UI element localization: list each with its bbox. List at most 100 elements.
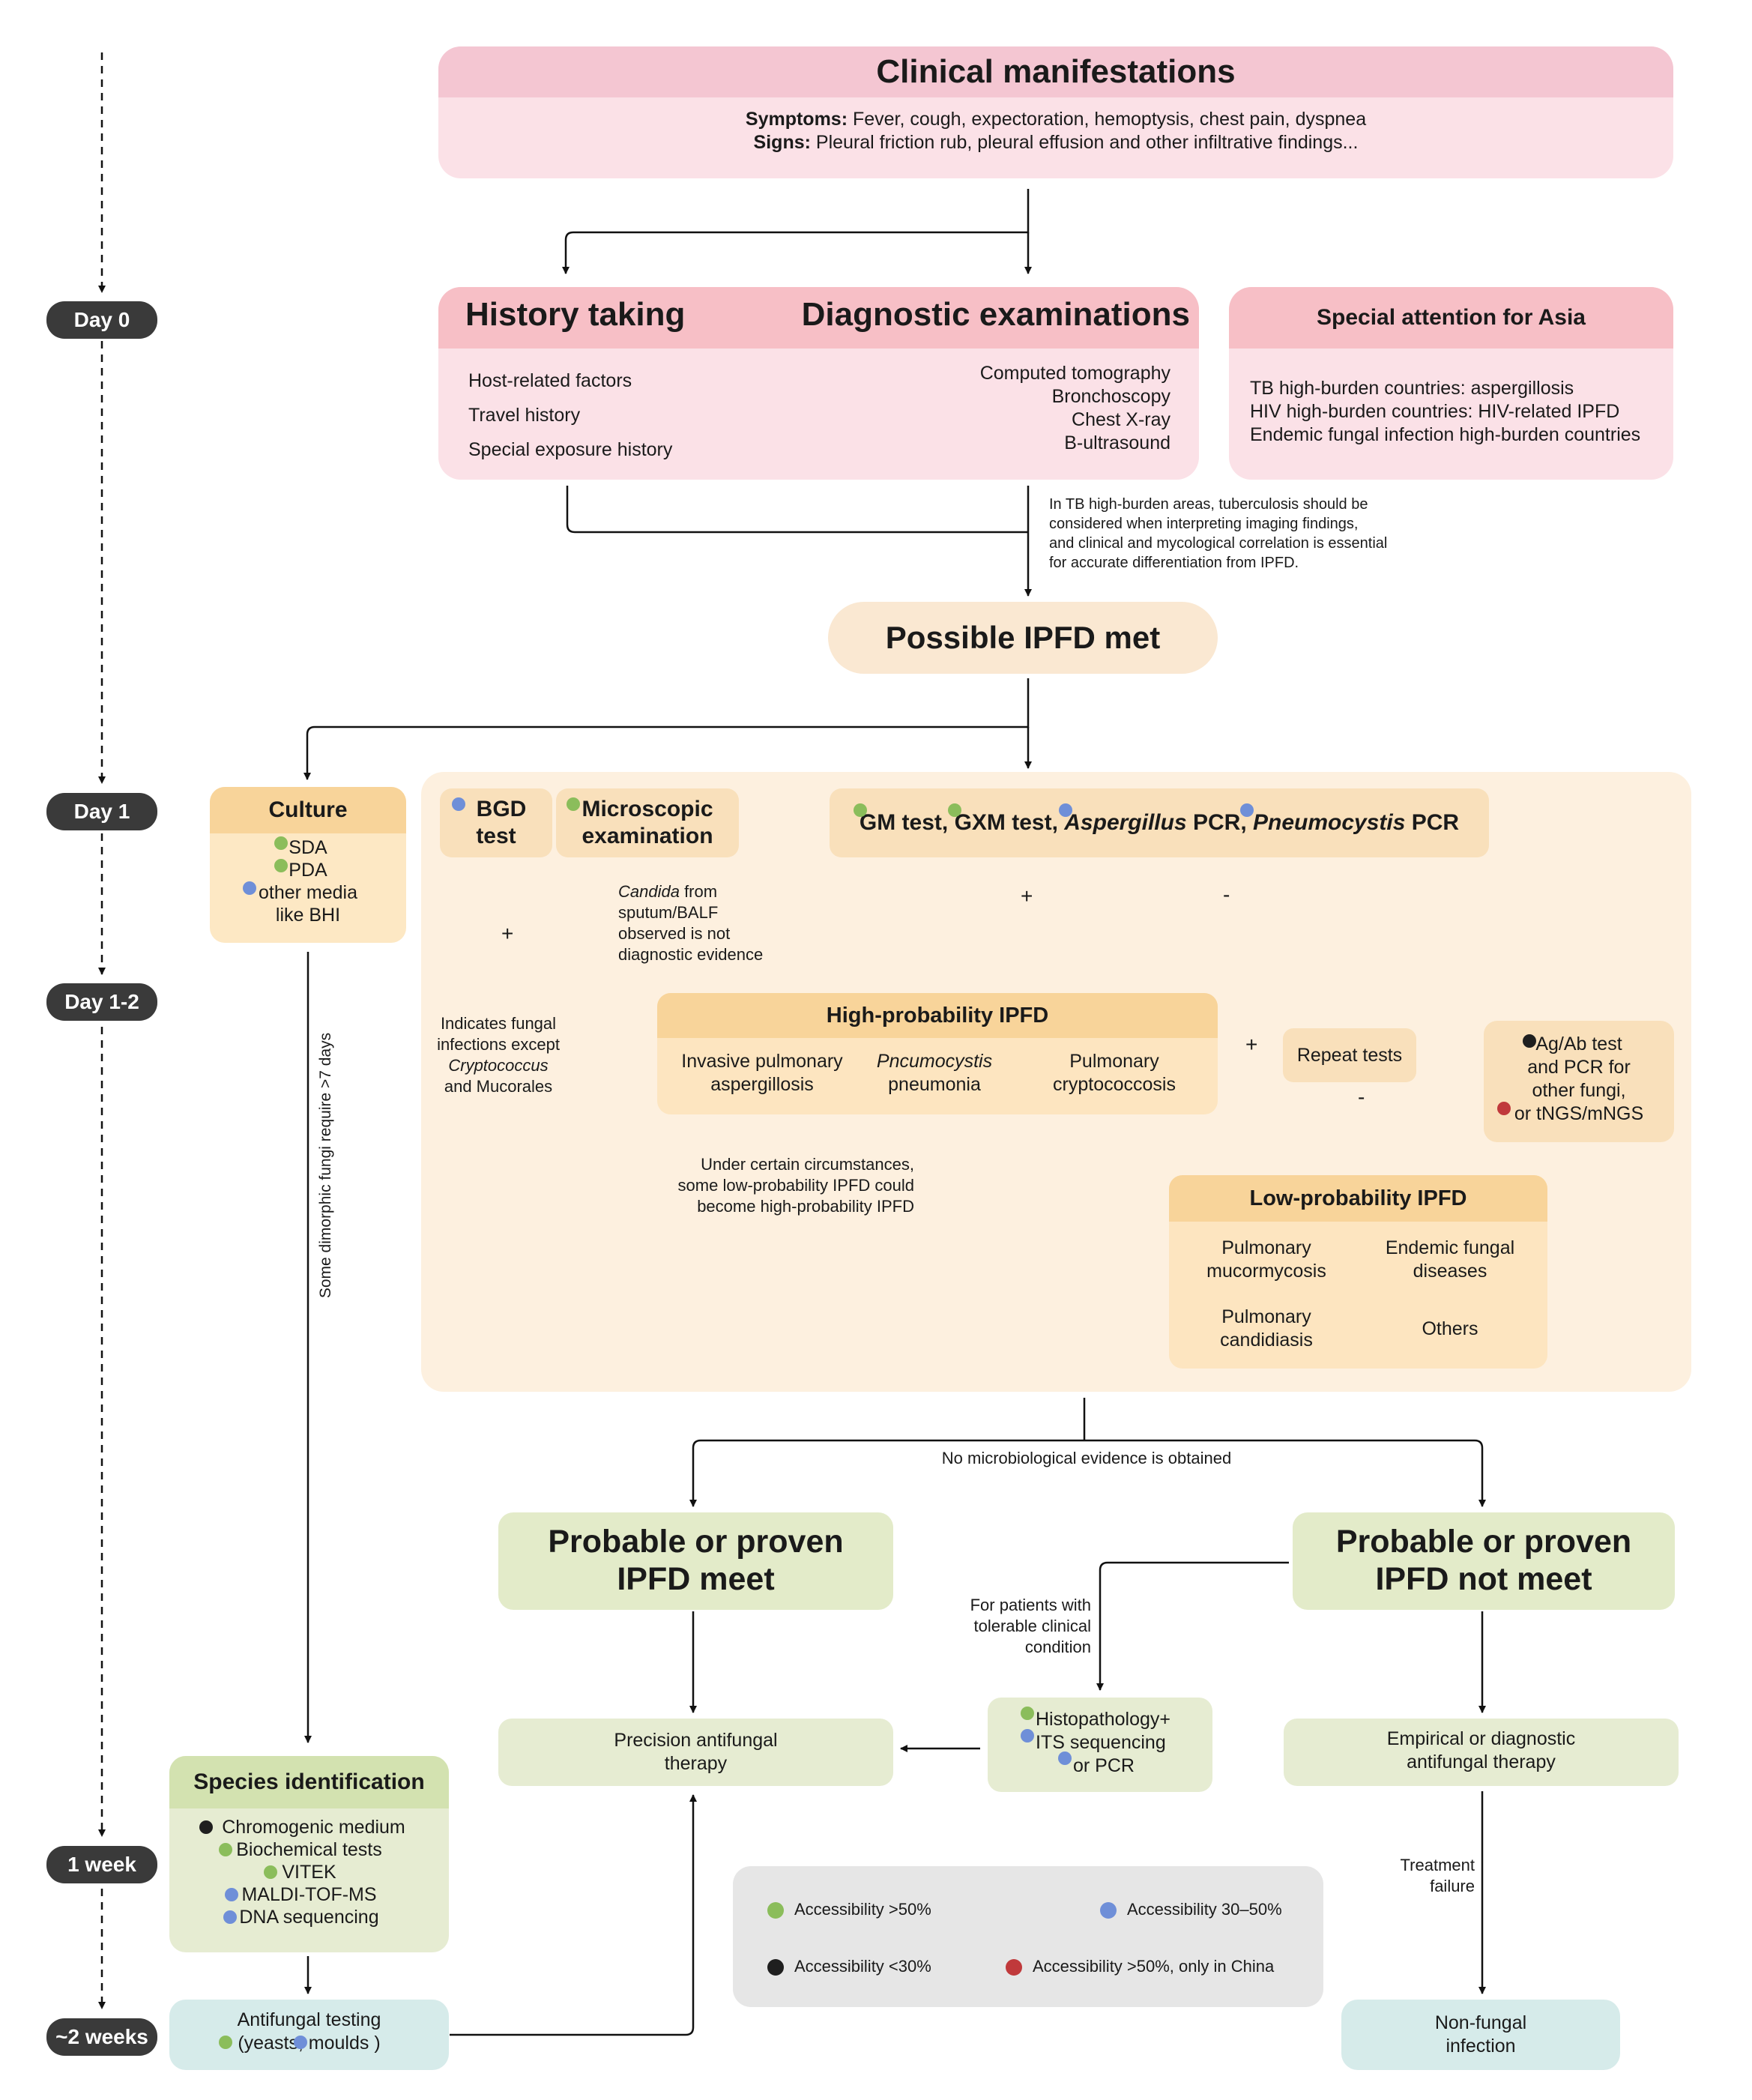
green-dot-icon bbox=[219, 1843, 232, 1856]
precision-line: therapy bbox=[664, 1753, 728, 1774]
diagnostic-item: B-ultrasound bbox=[1064, 432, 1170, 453]
antifungal-line: (yeasts, moulds ) bbox=[238, 2033, 381, 2054]
low-item-line: candidiasis bbox=[1220, 1330, 1313, 1351]
microscopic-line: Microscopic bbox=[582, 797, 713, 821]
microscopic-box: Microscopic examination bbox=[556, 788, 739, 857]
nonfungal-line: infection bbox=[1446, 2036, 1516, 2057]
histo-line: Histopathology+ bbox=[1036, 1709, 1170, 1730]
timeline-2weeks: ~2 weeks bbox=[46, 2018, 157, 2056]
candida-note: Candida from sputum/BALF observed is not… bbox=[618, 881, 763, 965]
circumstance-line: some low-probability IPFD could bbox=[677, 1176, 914, 1195]
candida-line: diagnostic evidence bbox=[618, 945, 764, 964]
agab-line: and PCR for bbox=[1527, 1057, 1631, 1078]
tolerable-note: For patients with tolerable clinical con… bbox=[929, 1595, 1091, 1658]
dimorphic-note: Some dimorphic fungi require >7 days bbox=[317, 1032, 334, 1299]
history-item: Travel history bbox=[468, 405, 581, 426]
gm-test-box: GM test, GXM test, Aspergillus PCR, Pneu… bbox=[830, 788, 1489, 857]
species-identification-box: Species identification Chromogenic mediu… bbox=[169, 1756, 449, 1952]
precision-therapy-box: Precision antifungal therapy bbox=[498, 1719, 893, 1786]
high-probability-title: High-probability IPFD bbox=[657, 993, 1218, 1038]
proven-meet-box: Probable or proven IPFD meet bbox=[498, 1512, 893, 1610]
blue-dot-icon bbox=[1240, 803, 1254, 817]
legend-red-label: Accessibility >50%, only in China bbox=[1033, 1957, 1275, 1976]
non-fungal-box: Non-fungal infection bbox=[1341, 2000, 1620, 2070]
blue-dot-icon bbox=[225, 1888, 238, 1901]
black-dot-icon bbox=[767, 1959, 784, 1976]
legend-blue-label: Accessibility 30–50% bbox=[1127, 1900, 1282, 1919]
species-item: Chromogenic medium bbox=[222, 1817, 405, 1838]
fungal-note-line: and Mucorales bbox=[444, 1077, 553, 1096]
green-dot-icon bbox=[854, 803, 867, 817]
circumstance-line: Under certain circumstances, bbox=[701, 1155, 914, 1174]
blue-dot-icon bbox=[1100, 1902, 1117, 1919]
empirical-therapy-box: Empirical or diagnostic antifungal thera… bbox=[1284, 1719, 1679, 1786]
red-dot-icon bbox=[1497, 1102, 1511, 1115]
high-probability-box: High-probability IPFD Invasive pulmonary… bbox=[657, 993, 1218, 1114]
green-dot-icon bbox=[219, 2036, 232, 2049]
bgd-line: test bbox=[476, 824, 516, 848]
history-item: Special exposure history bbox=[468, 439, 673, 460]
clinical-title: Clinical manifestations bbox=[438, 46, 1673, 97]
green-dot-icon bbox=[567, 797, 580, 811]
symptoms-text: Fever, cough, expectoration, hemoptysis,… bbox=[848, 109, 1367, 130]
diagnostic-item: Chest X-ray bbox=[1072, 409, 1170, 430]
timeline-week1: 1 week bbox=[46, 1846, 157, 1883]
candida-text: from bbox=[679, 882, 718, 901]
low-probability-box: Low-probability IPFD Pulmonary mucormyco… bbox=[1169, 1175, 1547, 1369]
high-item-line: aspergillosis bbox=[710, 1074, 814, 1095]
no-evidence-note: No microbiological evidence is obtained bbox=[899, 1448, 1274, 1469]
green-dot-icon bbox=[1021, 1707, 1034, 1720]
treatment-failure-line: Treatment bbox=[1400, 1856, 1475, 1874]
history-diagnostic-box: History taking Diagnostic examinations H… bbox=[438, 287, 1199, 480]
green-dot-icon bbox=[767, 1902, 784, 1919]
green-dot-icon bbox=[274, 836, 288, 850]
antifungal-testing-box: Antifungal testing (yeasts, moulds ) bbox=[169, 2000, 449, 2070]
low-item-line: diseases bbox=[1413, 1261, 1487, 1282]
diagnostic-item: Bronchoscopy bbox=[1051, 386, 1170, 407]
blue-dot-icon bbox=[1059, 803, 1072, 817]
culture-title: Culture bbox=[210, 787, 406, 833]
blue-dot-icon bbox=[223, 1910, 237, 1924]
proven-not-line: IPFD not meet bbox=[1375, 1561, 1592, 1597]
gm-text: PCR bbox=[1405, 810, 1460, 835]
circumstance-line: become high-probability IPFD bbox=[697, 1197, 914, 1216]
low-item-line: mucormycosis bbox=[1206, 1261, 1326, 1282]
agab-line: other fungi, bbox=[1532, 1080, 1626, 1101]
candida-line: observed is not bbox=[618, 924, 731, 943]
histopathology-box: Histopathology+ ITS sequencing or PCR bbox=[988, 1698, 1212, 1792]
repeat-tests-box: Repeat tests bbox=[1283, 1028, 1416, 1082]
diagnostic-title: Diagnostic examinations bbox=[801, 296, 1190, 333]
treatment-failure-line: failure bbox=[1430, 1877, 1475, 1895]
culture-item: SDA bbox=[289, 837, 327, 858]
bgd-line: BGD bbox=[476, 797, 527, 821]
tb-note-line: for accurate differentiation from IPFD. bbox=[1049, 555, 1299, 571]
agab-box: Ag/Ab test and PCR for other fungi, or t… bbox=[1484, 1021, 1674, 1142]
red-dot-icon bbox=[1006, 1959, 1022, 1976]
proven-not-line: Probable or proven bbox=[1335, 1524, 1632, 1560]
fungal-note-line: Indicates fungal bbox=[440, 1014, 557, 1033]
tolerable-line: tolerable clinical bbox=[973, 1617, 1091, 1635]
gm-text: PCR, bbox=[1186, 810, 1253, 835]
proven-meet-line: IPFD meet bbox=[617, 1561, 775, 1597]
black-dot-icon bbox=[199, 1820, 213, 1834]
plus-sign: + bbox=[1245, 1033, 1258, 1056]
clinical-manifestations-box: Clinical manifestations Symptoms: Fever,… bbox=[438, 46, 1673, 178]
high-item-line: Pulmonary bbox=[1069, 1051, 1159, 1072]
minus-sign: - bbox=[1223, 883, 1230, 906]
tolerable-line: condition bbox=[1024, 1638, 1091, 1656]
tb-note-line: considered when interpreting imaging fin… bbox=[1049, 516, 1359, 532]
candida-italic: Candida bbox=[618, 882, 680, 901]
high-item-line: pneumonia bbox=[888, 1074, 981, 1095]
fungal-note-line: infections except bbox=[437, 1035, 560, 1054]
histo-line: ITS sequencing bbox=[1036, 1732, 1166, 1753]
legend-box: Accessibility >50% Accessibility 30–50% … bbox=[733, 1866, 1323, 2007]
blue-dot-icon bbox=[243, 881, 256, 895]
fungal-note: Indicates fungal infections except Crypt… bbox=[427, 1013, 570, 1097]
plus-sign: + bbox=[1021, 884, 1033, 908]
low-item-line: Pulmonary bbox=[1221, 1306, 1311, 1327]
tb-note-line: In TB high-burden areas, tuberculosis sh… bbox=[1049, 496, 1368, 513]
low-item-line: Pulmonary bbox=[1221, 1237, 1311, 1258]
precision-line: Precision antifungal bbox=[614, 1730, 778, 1751]
black-dot-icon bbox=[1523, 1034, 1536, 1048]
high-item-line: Invasive pulmonary bbox=[681, 1051, 843, 1072]
